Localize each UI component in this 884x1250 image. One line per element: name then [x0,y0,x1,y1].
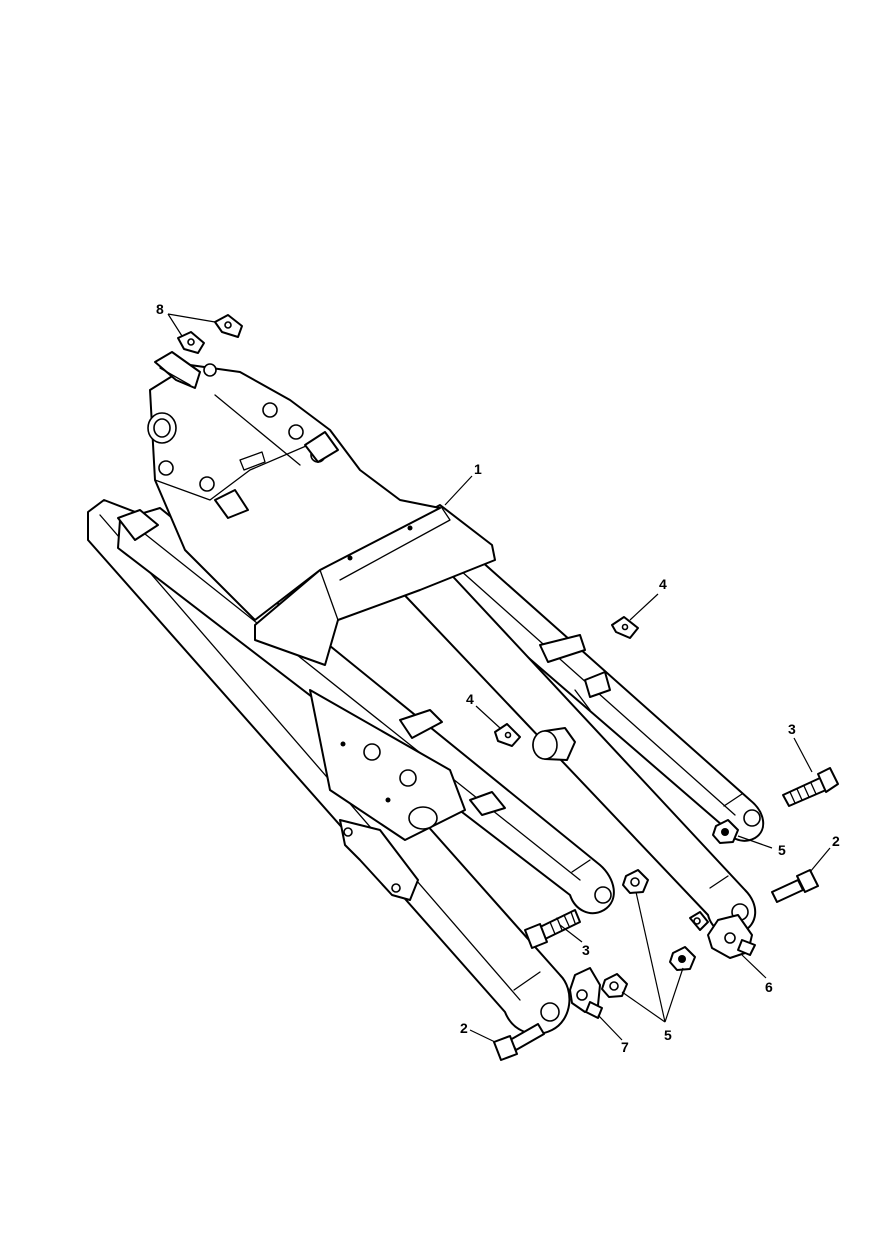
callout-7: 7 [621,1039,629,1055]
callout-8: 8 [156,301,164,317]
callout-5-upper: 5 [778,842,786,858]
callout-6: 6 [765,979,773,995]
bracket-part-7 [569,967,603,1019]
callout-2-left: 2 [460,1020,468,1036]
clip-nut-part-8-a [214,314,243,338]
nut-part-5-d [601,973,628,998]
rear-subframe-part-1 [87,351,765,1035]
nut-part-5-a [712,819,739,844]
clip-nut-part-4-lower [494,723,521,747]
bolt-part-3-right [782,767,839,807]
callout-4-lower: 4 [466,691,474,707]
leader-lines [167,313,831,1043]
callout-3-right: 3 [788,721,796,737]
bracket-part-6 [689,911,756,959]
bolt-part-2-right [771,869,819,903]
clip-nut-part-8-b [177,331,205,354]
callout-4-upper: 4 [659,576,667,592]
bolt-part-2-left [493,1023,545,1061]
callout-3-left: 3 [582,942,590,958]
nut-part-5-b [622,869,649,894]
callout-2-right: 2 [832,833,840,849]
nut-part-5-c [669,946,696,971]
callout-1: 1 [474,461,482,477]
callout-5-lower: 5 [664,1027,672,1043]
clip-nut-part-4-upper [611,616,639,639]
bolt-part-3-left [524,909,581,949]
callout-labels: 1 8 4 4 3 3 2 2 5 5 6 7 [156,301,840,1055]
